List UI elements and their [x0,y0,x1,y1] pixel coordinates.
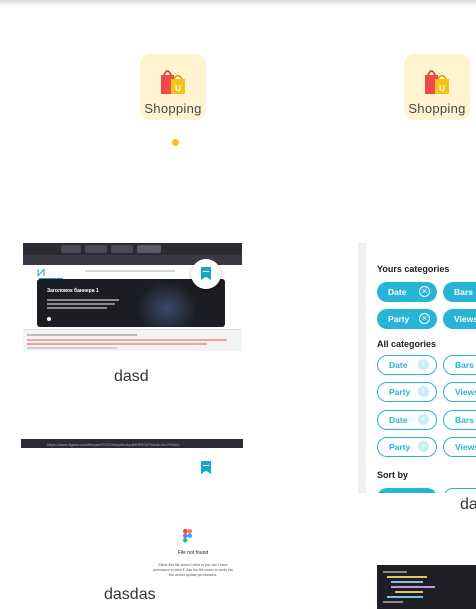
category-label: Shopping [408,101,466,116]
devtools-panel [23,329,242,351]
banner-title: Заголовок баннера 1 [47,288,99,294]
chip-party[interactable]: Party+ [377,382,437,402]
card-caption: dasdas [104,586,156,603]
chip-views-selected[interactable]: Views [443,309,476,329]
chip-views[interactable]: Views [443,437,476,457]
sort-by-title: Sort by [377,470,409,480]
chip-bars[interactable]: Bars [443,410,476,430]
banner: Заголовок баннера 1 [37,279,225,327]
url-text: https://www.figma.com/file/gcmTGG4rtAyhh… [47,442,180,447]
card-thumbnail-categories[interactable]: Yours categories Date× Bars Party× Views… [358,243,476,493]
plus-icon[interactable]: + [418,386,429,397]
category-tile-shopping[interactable]: U Shopping [140,54,206,120]
sort-chip[interactable] [377,488,437,493]
sort-chip[interactable] [443,488,476,493]
all-categories-title: All categories [377,339,437,349]
active-indicator-dot [172,139,179,146]
category-tile-shopping[interactable]: U Shopping [404,54,470,120]
close-icon[interactable]: × [419,286,430,297]
chip-date[interactable]: Date+ [377,355,437,375]
browser-tab-bar [23,243,242,255]
category-label: Shopping [144,101,202,116]
svg-text:U: U [175,84,181,93]
svg-text:U: U [439,84,445,93]
error-text: Either this file doesn't exist or you do… [153,563,233,577]
plus-icon[interactable]: + [418,441,429,452]
yours-categories-title: Yours categories [377,264,450,274]
chip-date-selected[interactable]: Date× [377,282,437,302]
browser-url-bar [23,255,242,265]
card-thumbnail-code[interactable] [377,565,476,609]
card-caption: da [460,496,476,513]
card-thumbnail-browser[interactable]: Заголовок баннера 1 [23,243,242,351]
chip-views[interactable]: Views [443,382,476,402]
shopping-bags-icon: U [425,70,449,94]
figma-logo-icon [183,529,192,543]
card-thumbnail-figma[interactable]: https://www.figma.com/file/gcmTGG4rtAyhh… [21,439,243,581]
site-logo-icon [37,269,45,276]
plus-icon[interactable]: + [418,359,429,370]
top-shadow [0,0,476,6]
shopping-bags-icon: U [161,70,185,94]
close-icon[interactable]: × [419,313,430,324]
bookmark-button[interactable] [191,259,221,289]
chip-party[interactable]: Party+ [377,437,437,457]
bookmark-icon[interactable] [201,461,211,474]
card-caption: dasd [114,368,149,385]
error-title: File not found [177,550,209,556]
browser-url-bar: https://www.figma.com/file/gcmTGG4rtAyhh… [21,439,243,448]
chip-party-selected[interactable]: Party× [377,309,437,329]
chip-bars-selected[interactable]: Bars [443,282,476,302]
bookmark-icon [201,267,211,280]
banner-image [137,281,197,327]
categories-screen: Yours categories Date× Bars Party× Views… [366,243,476,493]
plus-icon[interactable]: + [418,414,429,425]
chip-date[interactable]: Date+ [377,410,437,430]
chip-bars[interactable]: Bars [443,355,476,375]
